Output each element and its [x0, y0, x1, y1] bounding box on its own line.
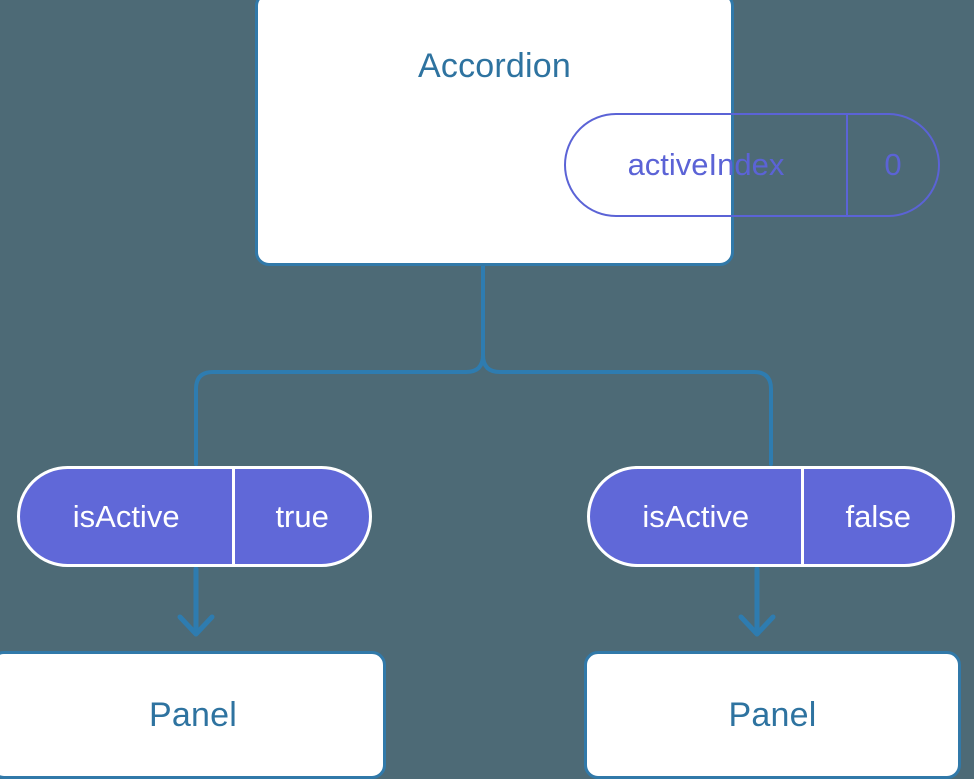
prop-key-label-right: isActive	[642, 498, 750, 534]
state-pill-active-index: activeIndex 0	[564, 113, 940, 217]
accordion-title: Accordion	[418, 47, 571, 85]
state-key-label: activeIndex	[627, 147, 785, 182]
prop-value-label-left: true	[232, 469, 369, 564]
accordion-component-card: Accordion activeIndex 0	[255, 0, 940, 266]
prop-value-label-right: false	[801, 469, 952, 564]
prop-key-label-left: isActive	[72, 498, 180, 534]
connector-root-to-right	[481, 264, 773, 466]
panel-component-card-right: Panel	[584, 651, 961, 779]
arrow-left-head-icon	[177, 614, 215, 637]
arrow-right-head-icon	[738, 614, 776, 637]
panel-component-card-left: Panel	[0, 651, 386, 779]
panel-title-left: Panel	[149, 696, 237, 734]
prop-pill-is-active-true: isActive true	[17, 466, 372, 567]
state-value-label: 0	[845, 115, 938, 215]
connector-root-to-left	[194, 264, 485, 466]
prop-pill-is-active-false: isActive false	[587, 466, 955, 567]
panel-title-right: Panel	[728, 696, 817, 734]
